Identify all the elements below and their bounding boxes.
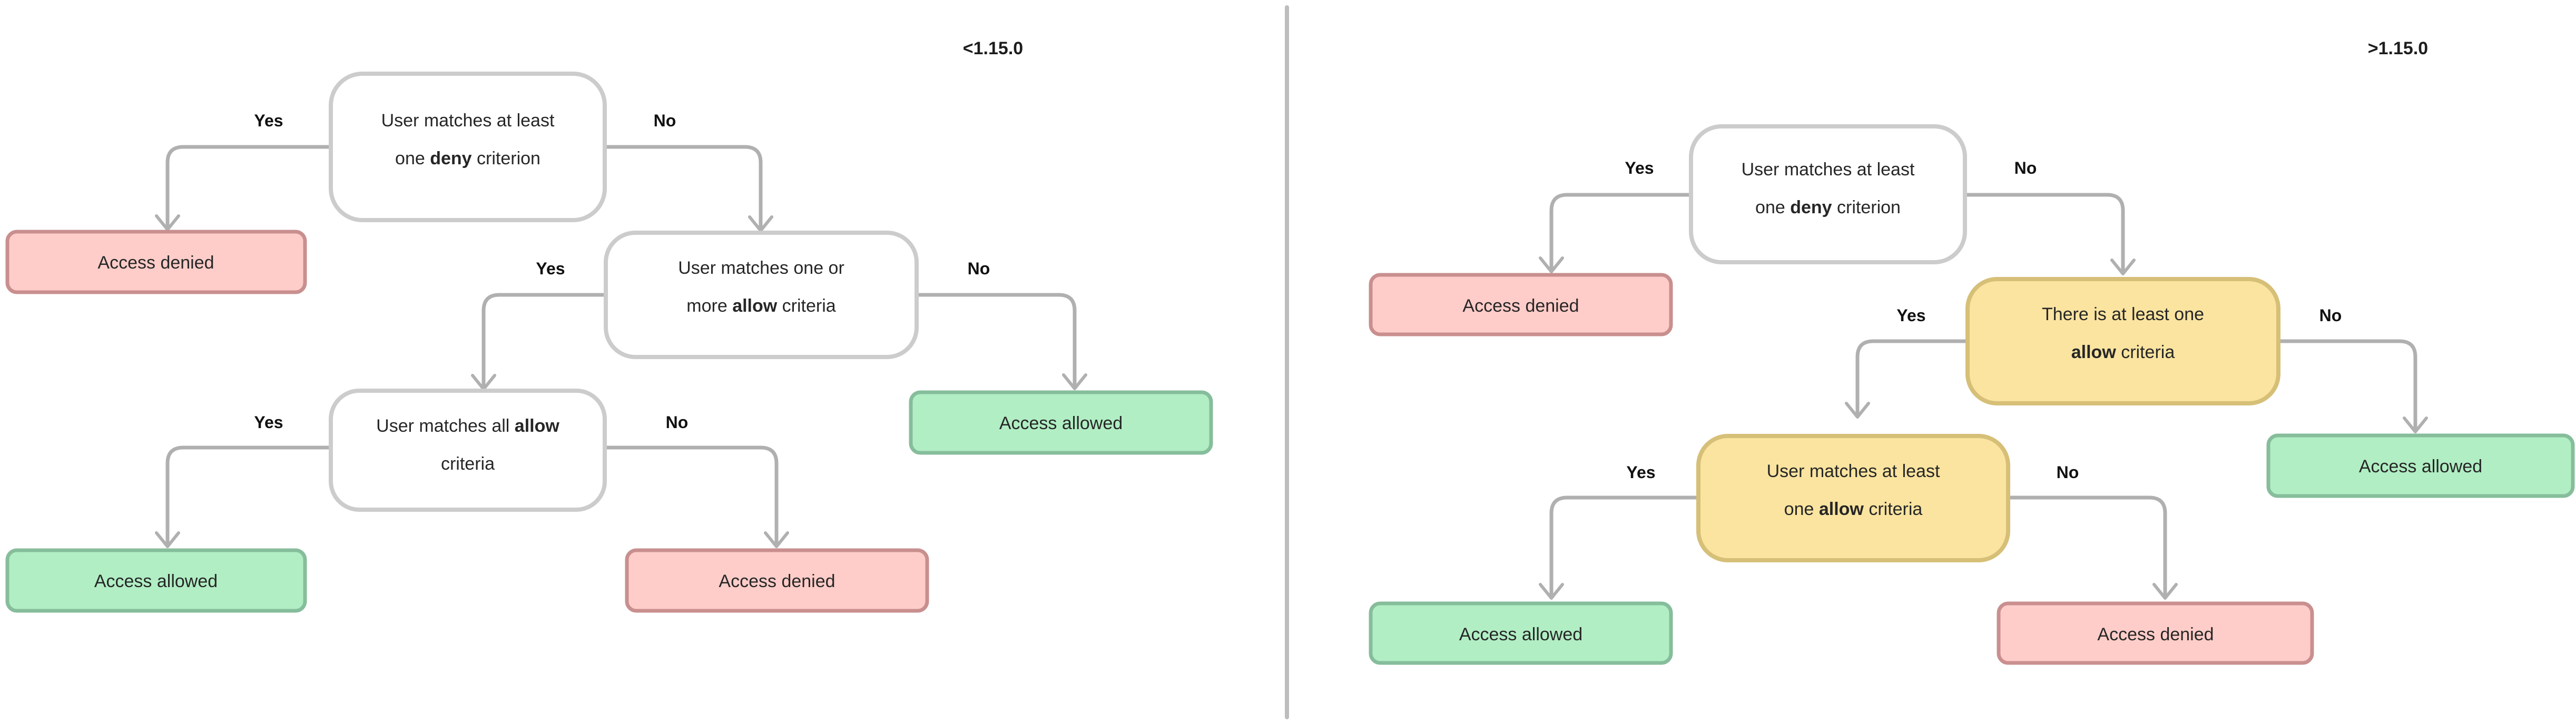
node-L6-label: Access allowed — [94, 571, 218, 591]
node-L2-label: Access denied — [97, 253, 214, 273]
edge-label-L5-L6: Yes — [254, 413, 283, 432]
node-L5-shape — [329, 389, 607, 512]
edge-label-R3-R5: Yes — [1896, 306, 1925, 325]
edge-R5-R6: Yes — [1539, 463, 1699, 600]
node-L4-shape — [909, 390, 1213, 455]
panel-title-current: >1.15.0 — [2368, 38, 2428, 58]
panel-legacy: <1.15.0 Yes No Yes — [5, 38, 1213, 613]
edge-label-R5-R6: Yes — [1626, 463, 1655, 482]
edge-L3-L4: No — [915, 259, 1087, 390]
node-L6-access-allowed[interactable]: Access allowed — [5, 548, 307, 613]
node-L3-line2: more allow criteria — [686, 296, 836, 316]
node-L1-shape — [329, 72, 607, 222]
node-R4-label: Access allowed — [2359, 457, 2482, 477]
node-R1-line1: User matches at least — [1742, 160, 1915, 180]
node-L4-access-allowed[interactable]: Access allowed — [909, 390, 1213, 455]
node-R2-shape — [1369, 273, 1673, 336]
edge-L5-L7: No — [602, 413, 789, 548]
edge-R5-R7: No — [2005, 463, 2178, 600]
edge-label-R3-R4: No — [2319, 306, 2342, 325]
edge-L1-L2: Yes — [155, 111, 331, 231]
node-R1-shape — [1689, 124, 1967, 264]
node-R2-access-denied[interactable]: Access denied — [1369, 273, 1673, 336]
node-R3-shape — [1965, 277, 2280, 405]
node-L7-shape — [625, 548, 929, 613]
node-L4-label: Access allowed — [999, 413, 1123, 433]
node-R1-user-matches-deny-criterion[interactable]: User matches at least one deny criterion — [1689, 124, 1967, 264]
node-R7-access-denied[interactable]: Access denied — [1997, 601, 2314, 665]
node-L7-label: Access denied — [719, 571, 835, 591]
panel-current: >1.15.0 Yes No Yes — [1369, 38, 2575, 665]
node-L7-access-denied[interactable]: Access denied — [625, 548, 929, 613]
node-R5-shape — [1696, 434, 2010, 562]
edge-label-L3-L5: Yes — [536, 259, 565, 278]
node-L3-line1: User matches one or — [678, 258, 844, 278]
edge-label-L1-L2: Yes — [254, 111, 283, 130]
node-R3-line1: There is at least one — [2042, 304, 2204, 324]
node-L1-line1: User matches at least — [381, 111, 555, 131]
edge-label-L1-L3: No — [654, 111, 676, 130]
node-L3-shape — [604, 231, 919, 359]
node-L5-line1: User matches all allow — [376, 416, 559, 436]
edge-label-L3-L4: No — [968, 259, 990, 278]
edge-label-R5-R7: No — [2057, 463, 2079, 482]
edge-label-L5-L7: No — [666, 413, 689, 432]
panel-title-legacy: <1.15.0 — [963, 38, 1023, 58]
edge-label-R1-R3: No — [2014, 158, 2037, 177]
node-L5-line2: criteria — [441, 454, 495, 474]
edge-R3-R5: Yes — [1845, 306, 1969, 419]
node-R6-shape — [1369, 601, 1673, 665]
edge-label-R1-R2: Yes — [1625, 158, 1654, 177]
edge-R1-R3: No — [1962, 158, 2136, 275]
edge-L5-L6: Yes — [155, 413, 331, 548]
node-R7-shape — [1997, 601, 2314, 665]
node-R4-shape — [2266, 433, 2575, 498]
node-R5-line2: one allow criteria — [1784, 499, 1923, 519]
node-L1-line2: one deny criterion — [395, 148, 540, 168]
node-R7-label: Access denied — [2097, 624, 2214, 644]
node-L2-access-denied[interactable]: Access denied — [5, 230, 307, 294]
node-L3-user-matches-one-or-more-allow[interactable]: User matches one or more allow criteria — [604, 231, 919, 359]
node-R5-user-matches-at-least-one-allow-criteria[interactable]: User matches at least one allow criteria — [1696, 434, 2010, 562]
node-R6-label: Access allowed — [1459, 624, 1582, 644]
node-R6-access-allowed[interactable]: Access allowed — [1369, 601, 1673, 665]
node-L2-shape — [5, 230, 307, 294]
node-R3-there-is-at-least-one-allow-criteria[interactable]: There is at least one allow criteria — [1965, 277, 2280, 405]
edge-R3-R4: No — [2276, 306, 2428, 433]
node-L6-shape — [5, 548, 307, 613]
node-L5-user-matches-all-allow-criteria[interactable]: User matches all allow criteria — [329, 389, 607, 512]
node-R5-line1: User matches at least — [1767, 461, 1940, 481]
node-R2-label: Access denied — [1462, 296, 1579, 316]
node-R4-access-allowed[interactable]: Access allowed — [2266, 433, 2575, 498]
edge-L3-L5: Yes — [471, 259, 607, 391]
edge-L1-L3: No — [602, 111, 773, 232]
edge-R1-R2: Yes — [1539, 158, 1692, 273]
node-L1-user-matches-deny-criterion[interactable]: User matches at least one deny criterion — [329, 72, 607, 222]
node-R3-line2: allow criteria — [2071, 342, 2175, 362]
node-R1-line2: one deny criterion — [1755, 197, 1901, 217]
